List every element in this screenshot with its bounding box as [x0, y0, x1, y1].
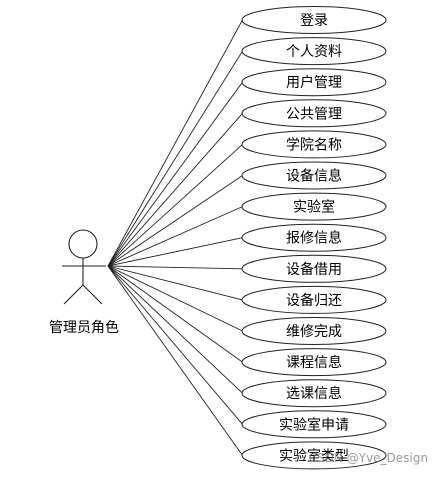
association-line	[107, 144, 243, 267]
actor-right-leg	[82, 284, 103, 305]
association-line	[107, 265, 243, 363]
association-line	[107, 265, 243, 332]
use-case: 设备信息	[241, 161, 387, 190]
use-case-label: 维修完成	[286, 324, 342, 340]
use-case-ellipse	[241, 410, 387, 439]
use-case-ellipse	[241, 6, 387, 34]
use-case: 报修信息	[241, 223, 387, 252]
use-case: 个人资料	[241, 37, 387, 66]
use-case-ellipse	[241, 223, 387, 252]
use-case-label: 选课信息	[286, 385, 342, 402]
use-case-label: 设备归还	[286, 292, 342, 309]
association-lines	[107, 19, 243, 456]
use-case: 实验室	[241, 192, 387, 221]
association-line	[107, 265, 243, 394]
use-case-label: 实验室类型	[279, 447, 349, 464]
association-line	[107, 265, 243, 456]
association-line	[107, 265, 243, 301]
association-line	[107, 206, 243, 267]
association-line	[107, 265, 243, 425]
use-case-ellipse	[241, 441, 387, 470]
use-case: 登录	[241, 6, 387, 34]
use-case-label: 公共管理	[286, 106, 342, 122]
use-case: 维修完成	[241, 317, 387, 345]
use-case: 设备借用	[241, 254, 387, 283]
use-case: 实验室类型	[241, 441, 387, 470]
actor-figure	[62, 229, 106, 305]
use-case: 课程信息	[241, 348, 387, 377]
use-case-ellipse	[241, 99, 387, 128]
use-case-label: 实验室	[293, 199, 335, 216]
use-case: 实验室申请	[241, 410, 387, 439]
association-line	[107, 175, 243, 267]
use-case-ellipse	[241, 68, 387, 97]
use-case-label: 课程信息	[286, 354, 342, 371]
use-case-ellipse	[241, 379, 387, 408]
use-case: 公共管理	[241, 99, 387, 128]
use-case-label: 个人资料	[286, 44, 342, 60]
use-case-ellipse	[241, 37, 387, 66]
association-line	[107, 113, 243, 267]
use-case: 选课信息	[241, 379, 387, 408]
association-line	[107, 237, 243, 267]
use-case-ellipse	[241, 130, 387, 159]
actor-left-leg	[63, 284, 84, 305]
use-case-ellipse	[241, 348, 387, 377]
use-case-ellipse	[241, 317, 387, 345]
association-line	[107, 19, 243, 267]
watermark: CSDN @Yve_Design	[308, 451, 428, 465]
use-case-ellipse	[241, 285, 387, 314]
use-case-ellipse	[241, 254, 387, 283]
association-line	[107, 81, 243, 267]
use-case-label: 设备借用	[286, 261, 342, 278]
use-case-label: 实验室申请	[279, 416, 349, 433]
use-case-label: 用户管理	[286, 74, 342, 91]
association-line	[107, 50, 243, 267]
use-case-ellipse	[241, 161, 387, 190]
use-case-list: 登录个人资料用户管理公共管理学院名称设备信息实验室报修信息设备借用设备归还维修完…	[241, 6, 387, 470]
use-case-label: 学院名称	[286, 137, 342, 153]
use-case: 用户管理	[241, 68, 387, 97]
actor-label: 管理员角色	[49, 320, 119, 336]
use-case-label: 设备信息	[286, 168, 342, 185]
use-case-label: 报修信息	[286, 230, 342, 247]
use-case-label: 登录	[300, 13, 328, 29]
actor-head	[68, 229, 98, 259]
use-case: 学院名称	[241, 130, 387, 159]
use-case: 设备归还	[241, 285, 387, 314]
association-line	[107, 265, 243, 270]
use-case-ellipse	[241, 192, 387, 221]
